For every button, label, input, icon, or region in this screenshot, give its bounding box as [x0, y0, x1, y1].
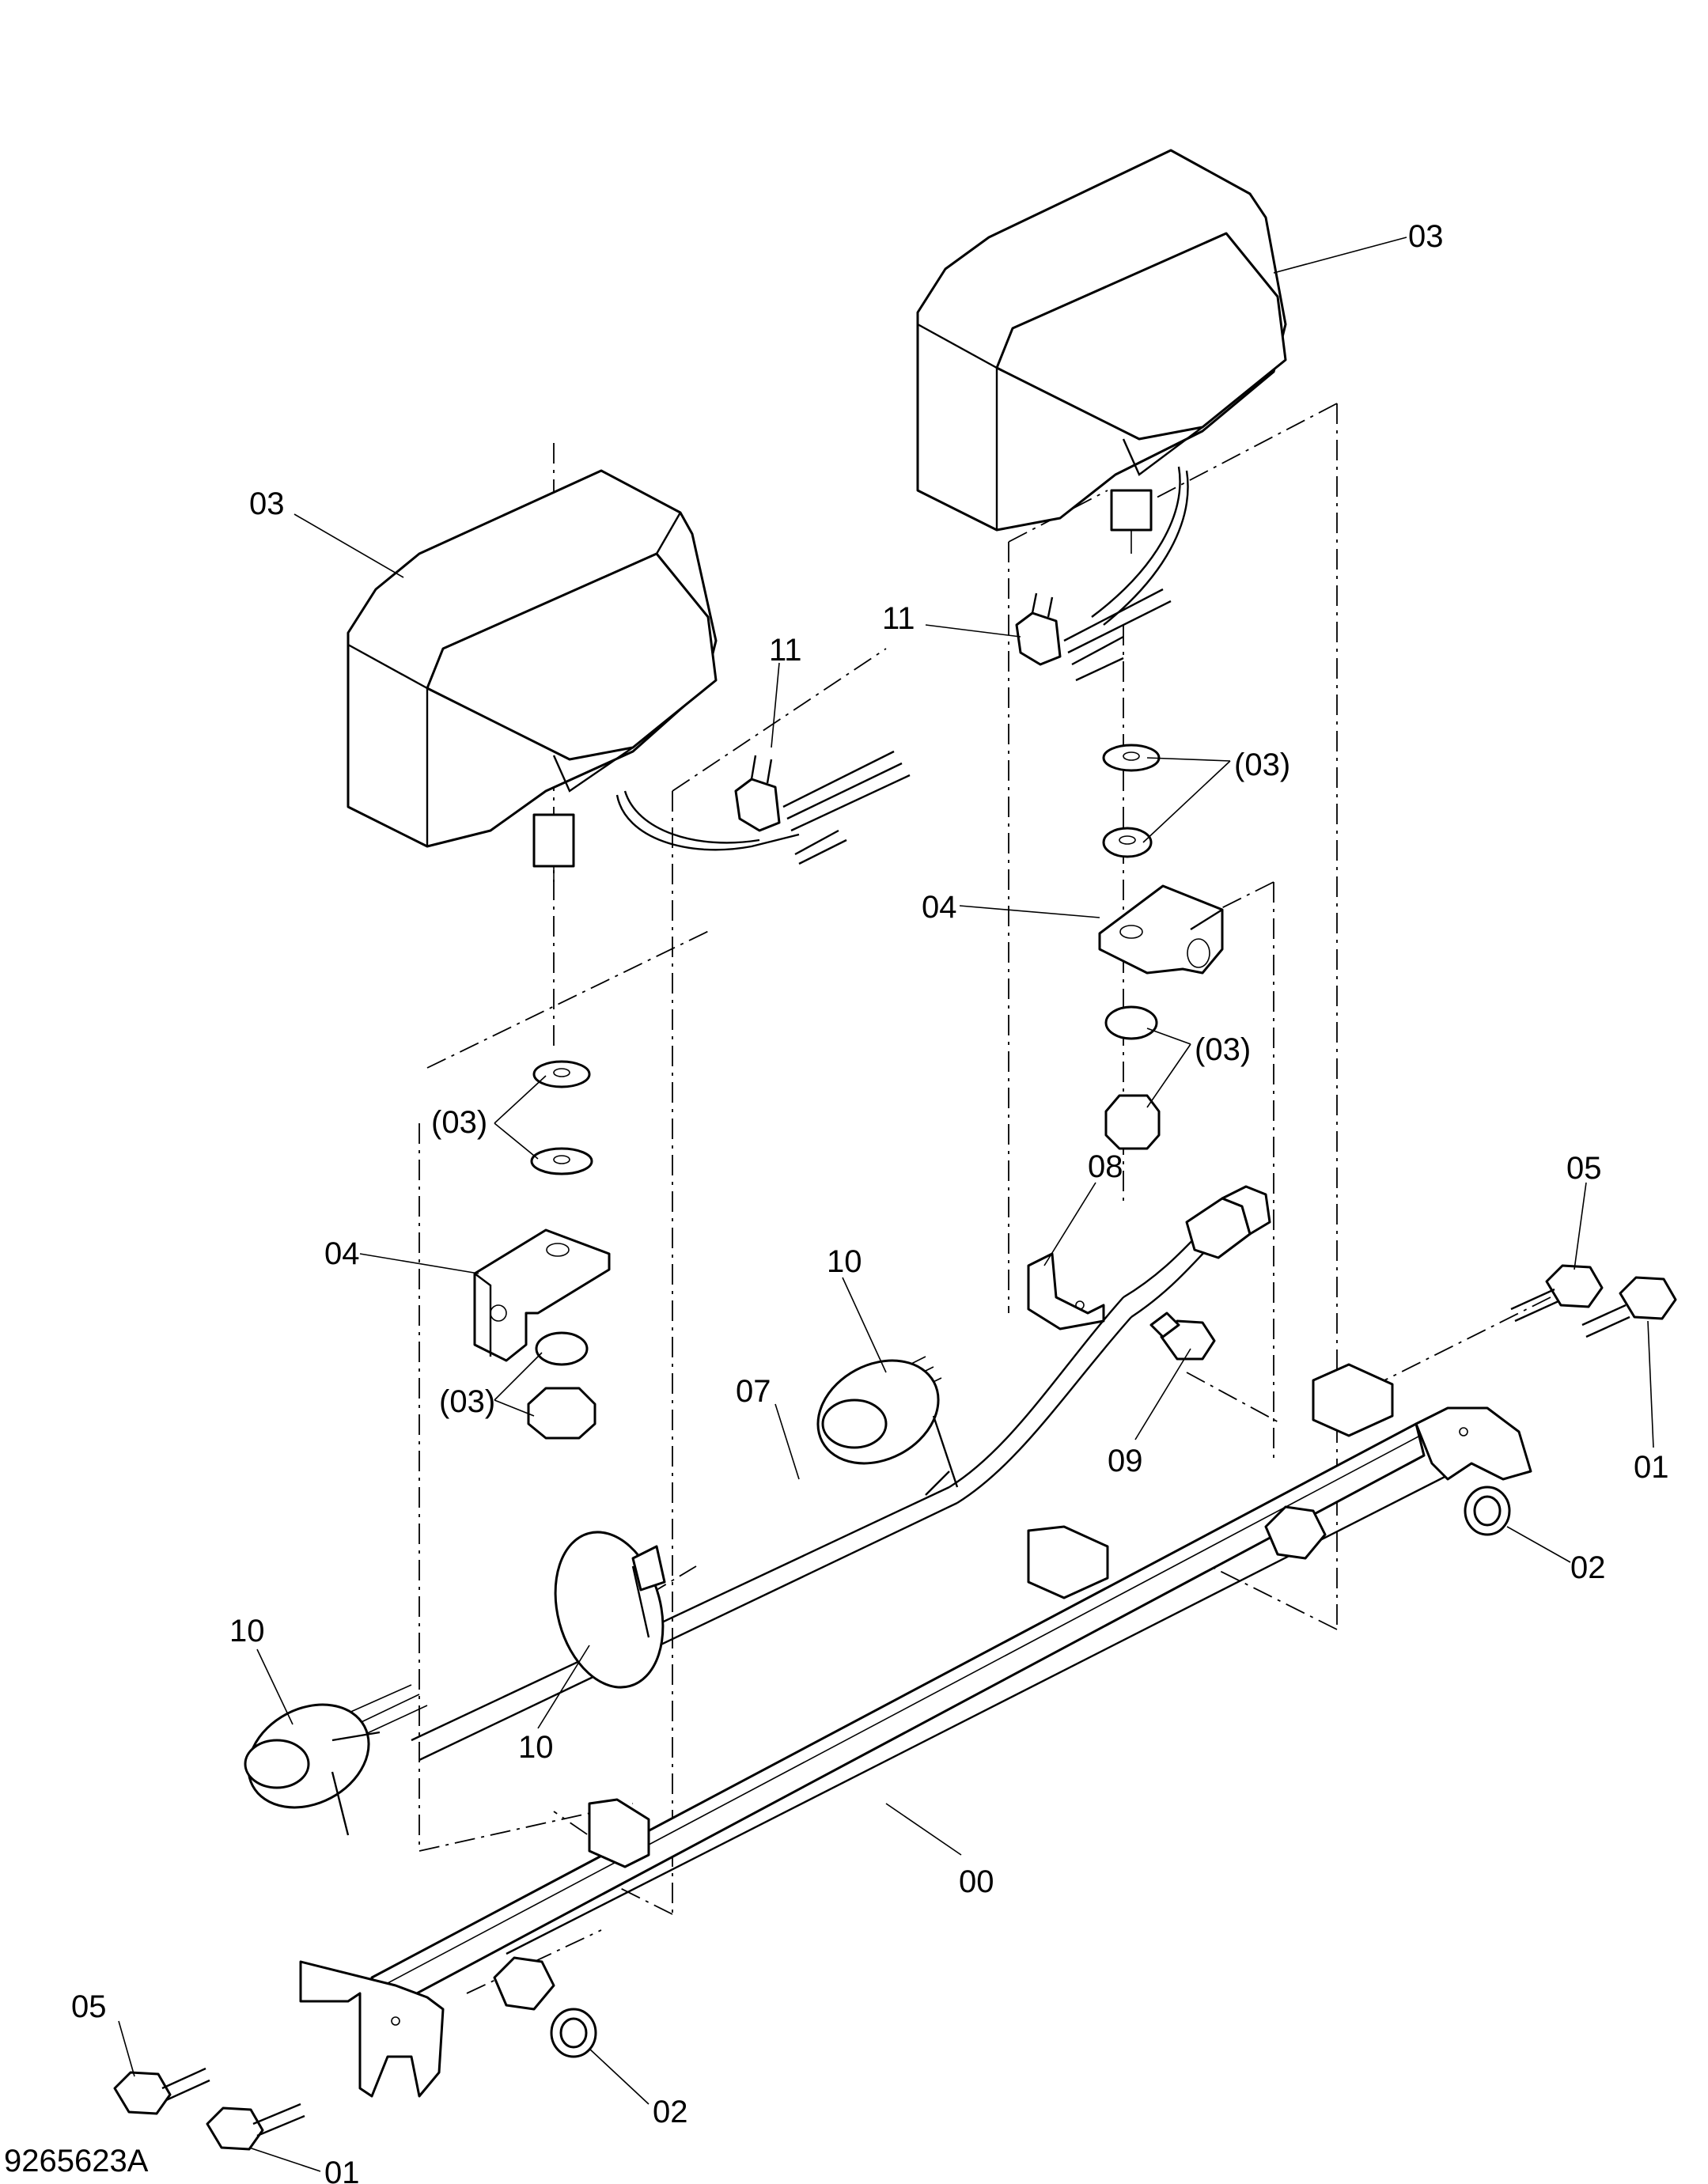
label-lamp-left: 03	[249, 486, 285, 521]
label-hardware-right-top: (03)	[1234, 748, 1290, 782]
label-bolt-left: 01	[324, 2156, 360, 2184]
connector-right	[1015, 588, 1172, 682]
figure-id: 9265623A	[4, 2144, 149, 2178]
cable-band-left	[244, 1703, 381, 1836]
bolt-01-right	[1581, 1276, 1677, 1338]
connector-left	[734, 750, 911, 865]
label-frame: 00	[959, 1864, 994, 1899]
hardware-stack-left	[527, 1060, 596, 1440]
work-lamp-left	[347, 469, 800, 882]
harness-clip	[1027, 1252, 1105, 1330]
label-washer-right: 02	[1570, 1550, 1606, 1585]
label-hardware-left-bottom: (03)	[439, 1384, 495, 1419]
label-band-left: 10	[229, 1614, 265, 1648]
label-bolt05-left: 05	[71, 1989, 107, 2024]
bracket-left	[473, 1228, 611, 1362]
label-band-mid: 10	[518, 1730, 554, 1765]
label-hardware-right-bottom: (03)	[1195, 1032, 1251, 1067]
bolt-01-left	[206, 2103, 305, 2151]
label-bolt05-right: 05	[1566, 1151, 1602, 1186]
leader-lines	[118, 237, 1654, 2172]
part-labels: 03 03 11 11 (03) 04 (03) (03) 08 04 10 0…	[4, 219, 1669, 2184]
bolt-05-left	[113, 2067, 210, 2115]
mounting-frame	[299, 1363, 1532, 2098]
label-washer-left: 02	[653, 2095, 688, 2129]
label-band-center: 10	[827, 1244, 862, 1279]
cable-band-center	[816, 1359, 959, 1496]
wire-harness	[339, 1185, 1271, 1762]
screw	[1149, 1312, 1216, 1361]
washer-right	[1464, 1486, 1511, 1536]
label-screw: 09	[1108, 1444, 1143, 1478]
washer-left	[550, 2008, 597, 2058]
label-clip: 08	[1088, 1149, 1123, 1184]
hardware-stack-right	[1102, 744, 1161, 1150]
label-lamp-right: 03	[1408, 219, 1444, 254]
work-lamp-right	[916, 149, 1287, 626]
cable-band-mid	[554, 1531, 666, 1689]
label-harness: 07	[736, 1374, 771, 1409]
label-bracket-left: 04	[324, 1236, 360, 1271]
label-bolt-right: 01	[1634, 1450, 1669, 1485]
label-connector-right: 11	[882, 601, 915, 636]
bracket-right	[1098, 884, 1224, 975]
label-hardware-left-top: (03)	[431, 1105, 487, 1140]
bolt-05-right	[1510, 1264, 1604, 1323]
label-connector-left: 11	[769, 633, 802, 668]
label-bracket-right: 04	[922, 890, 957, 925]
